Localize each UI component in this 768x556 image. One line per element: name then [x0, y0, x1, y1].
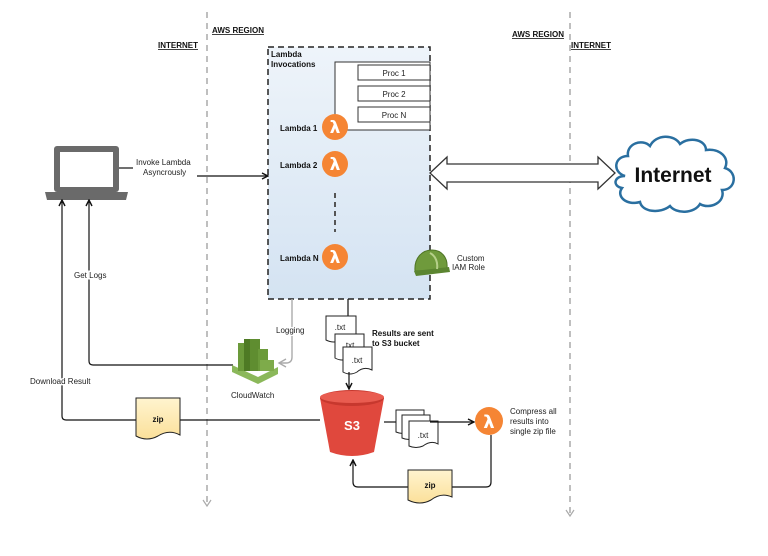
lambda-n-label: Lambda N: [280, 254, 319, 263]
logging-connector: [277, 299, 293, 368]
txt-file-label: .txt: [344, 341, 355, 350]
proc-label: Proc 1: [382, 69, 406, 78]
txt-file-label: .txt: [418, 431, 429, 440]
compress-label-line2: results into: [510, 417, 549, 426]
svg-text:λ: λ: [330, 155, 341, 175]
svg-text:λ: λ: [330, 118, 341, 138]
txt-file-stack: .txt .txt .txt: [325, 315, 373, 375]
proc-item: Proc 2: [357, 85, 431, 102]
txt-file-label: .txt: [352, 356, 363, 365]
iam-label-line2: IAM Role: [452, 263, 485, 272]
lambda-2-label: Lambda 2: [280, 161, 318, 170]
s3-bucket-icon: S3: [320, 390, 384, 456]
invoke-label-line1: Invoke Lambda: [136, 158, 191, 167]
zone-label-right-aws-region: AWS REGION: [512, 30, 564, 39]
zip-label: zip: [152, 415, 163, 424]
logging-label: Logging: [276, 326, 304, 335]
laptop-icon: [45, 146, 128, 200]
internet-cloud-label: Internet: [634, 164, 711, 187]
zip-file-icon-left: zip: [135, 397, 181, 440]
cloudwatch-label: CloudWatch: [231, 391, 274, 400]
txt-file-stack-2: .txt: [395, 409, 439, 448]
results-note-line1: Results are sent: [372, 329, 434, 338]
proc-label: Proc N: [382, 111, 407, 120]
compress-label-line1: Compress all: [510, 407, 557, 416]
lambda-1-label: Lambda 1: [280, 124, 318, 133]
zone-label-right-internet: INTERNET: [571, 41, 611, 50]
internet-bidirectional-arrow: [429, 155, 616, 191]
txt-file-label: .txt: [335, 323, 346, 332]
results-note-line2: to S3 bucket: [372, 339, 420, 348]
zone-label-left-aws-region: AWS REGION: [212, 26, 264, 35]
compress-lambda-icon: λ: [475, 407, 503, 435]
iam-helmet-icon: [414, 249, 450, 276]
compress-label-line3: single zip file: [510, 427, 556, 436]
iam-label-line1: Custom: [457, 254, 485, 263]
zip-file-icon-bottom: zip: [407, 469, 453, 504]
get-logs-connector: [89, 200, 233, 366]
lambda-box-title-line1: Lambda: [271, 50, 302, 59]
proc-label: Proc 2: [382, 90, 406, 99]
lambda-n-icon: λ: [322, 244, 348, 270]
cloudwatch-icon: [232, 339, 278, 384]
download-result-label: Download Result: [30, 377, 91, 386]
zone-divider-left-arrow: [202, 499, 212, 508]
lambda-2-icon: λ: [322, 151, 348, 177]
zone-divider-right-arrow: [565, 509, 575, 518]
zone-label-left-internet: INTERNET: [158, 41, 198, 50]
s3-label: S3: [344, 418, 360, 433]
internet-cloud: Internet: [614, 135, 735, 213]
invoke-label-line2: Asyncrously: [143, 168, 186, 177]
svg-text:λ: λ: [483, 412, 494, 433]
svg-text:λ: λ: [330, 248, 341, 268]
proc-item: Proc 1: [357, 64, 431, 81]
lambda-1-icon: λ: [322, 114, 348, 140]
zip-label: zip: [424, 481, 435, 490]
proc-item: Proc N: [357, 106, 431, 123]
get-logs-label: Get Logs: [74, 271, 106, 280]
lambda-box-title-line2: Invocations: [271, 60, 316, 69]
download-result-connector: [62, 200, 320, 421]
